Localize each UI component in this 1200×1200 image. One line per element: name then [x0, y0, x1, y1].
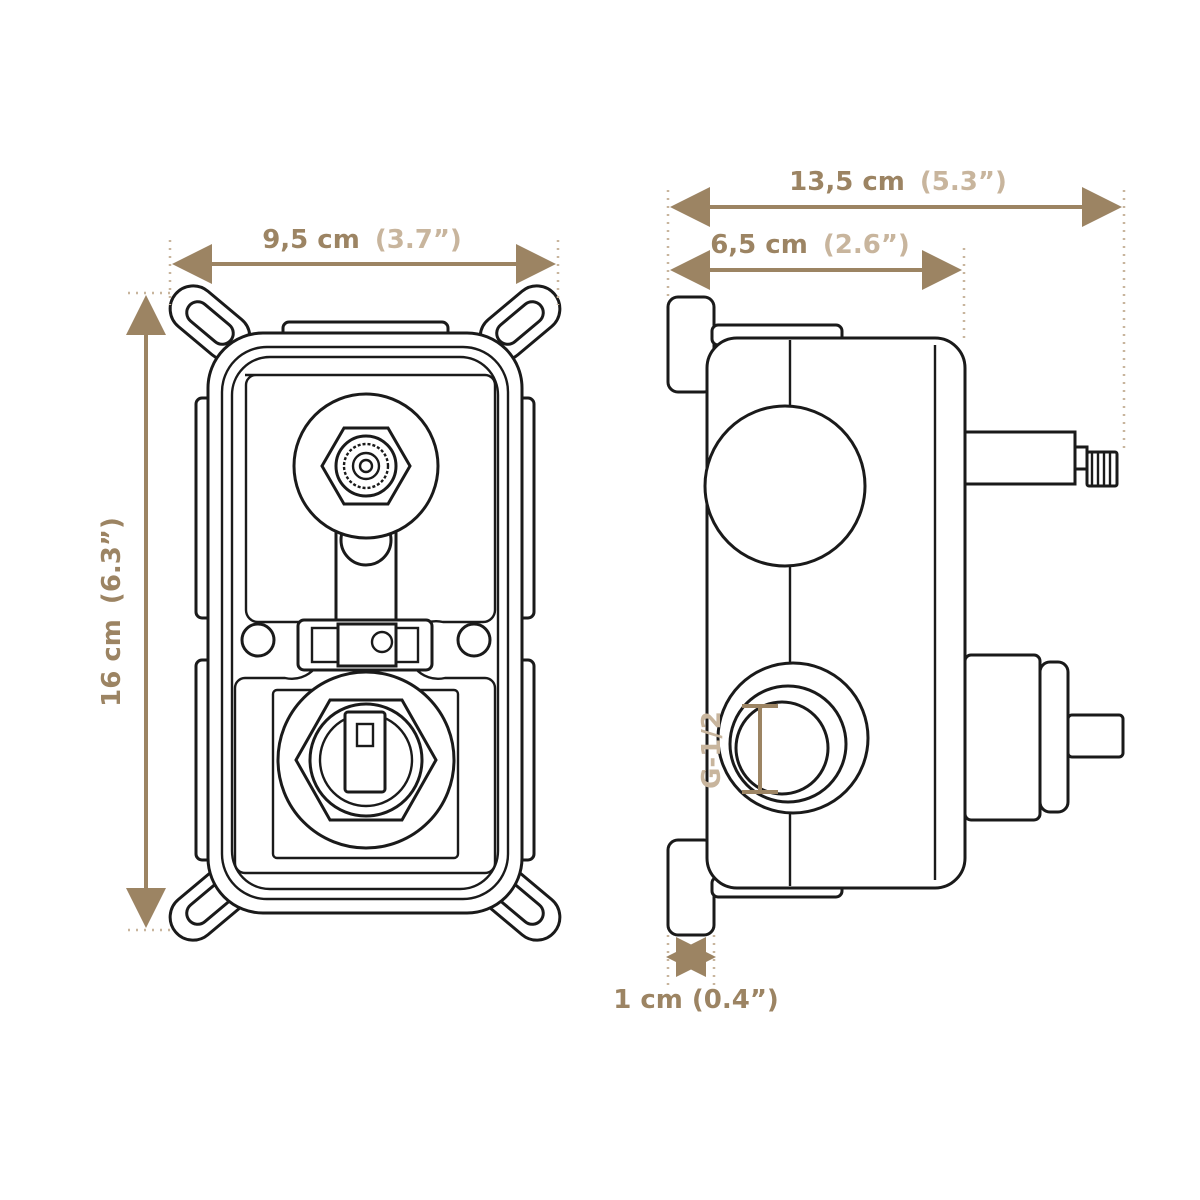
side-lower-cartridge: [963, 653, 1125, 822]
screw-hole-left: [240, 622, 276, 658]
screw-hole-right: [456, 622, 492, 658]
side-view: G-1/2: [666, 295, 1125, 937]
side-upper-inlet: [703, 404, 867, 568]
side-upper-spindle: [963, 430, 1119, 488]
front-width-label: 9,5 cm (3.7”): [262, 225, 462, 255]
dimension-lines: [126, 187, 1126, 985]
lower-valve: [276, 670, 456, 850]
mounting-ear-top-left: [168, 284, 252, 362]
side-lower-inlet: [716, 661, 870, 815]
center-slot: [296, 618, 434, 672]
side-total-depth-label: 13,5 cm (5.3”): [789, 167, 1007, 197]
mounting-ear-top-right: [478, 284, 562, 362]
thread-label: G-1/2: [697, 711, 727, 789]
front-view: [168, 284, 562, 942]
side-body-depth-label: 6,5 cm (2.6”): [710, 230, 910, 260]
flange-label: 1 cm (0.4”): [613, 985, 779, 1015]
front-height-label: 16 cm (6.3”): [97, 517, 127, 707]
thread-indicator: [742, 704, 778, 794]
